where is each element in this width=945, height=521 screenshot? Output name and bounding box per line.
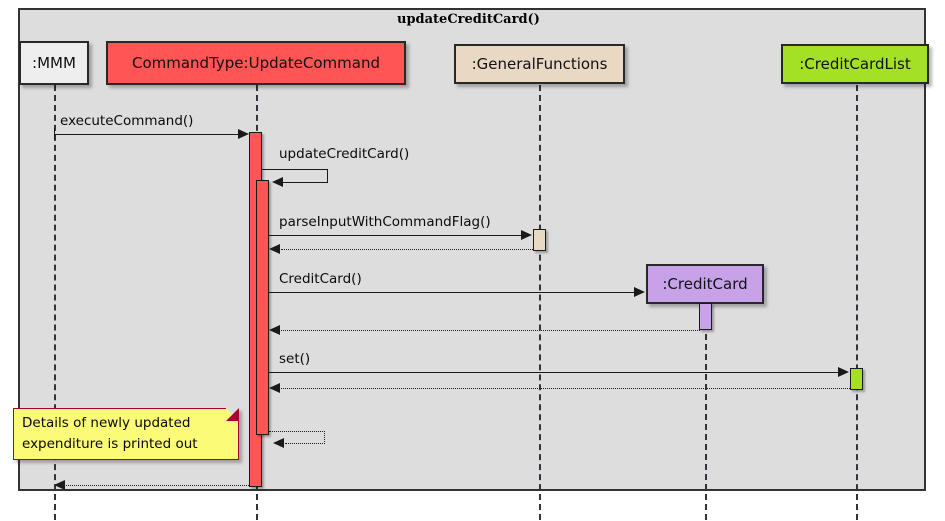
note-line-1: Details of newly updated [22,415,191,431]
message-arrowhead-set [838,367,849,377]
participant-update-command[interactable]: CommandType:UpdateCommand [106,41,406,85]
message-arrowhead-execute-command [238,129,249,139]
message-arrowhead-parse-input-return [269,244,280,254]
lifeline-creditcard [705,304,707,520]
participant-label: CommandType:UpdateCommand [131,54,381,72]
message-label-set: set() [279,351,311,367]
note-line-2: expenditure is printed out [22,436,198,452]
message-line-self-return-right [324,431,325,444]
message-label-execute-command: executeCommand() [60,113,194,129]
message-line-update-credit-card-bottom [283,182,328,183]
message-line-self-return-bottom [285,443,325,444]
message-line-set-return [281,388,850,389]
diagram-title: updateCreditCard() [397,12,540,27]
message-line-final-return [66,485,249,486]
message-label-update-credit-card: updateCreditCard() [279,146,410,162]
message-line-parse-input [269,235,521,236]
note-box [13,408,239,460]
message-label-parse-input: parseInputWithCommandFlag() [279,214,491,230]
lifeline-mmm [54,85,56,520]
participant-label: :GeneralFunctions [471,55,608,73]
message-line-update-credit-card-top [262,169,328,170]
message-arrowhead-update-credit-card [272,177,283,187]
participant-mmm[interactable]: :MMM [19,41,89,85]
message-arrowhead-set-return [269,383,280,393]
message-arrowhead-final-return [54,480,65,490]
activation-general-functions [533,229,546,251]
note-fold-edge [226,408,239,421]
lifeline-general [539,85,541,520]
activation-update-inner [256,180,269,435]
participant-credit-card[interactable]: :CreditCard [646,264,764,304]
participant-general-functions[interactable]: :GeneralFunctions [454,44,625,84]
participant-label: :CreditCard [662,275,748,293]
message-line-execute-command [54,134,240,135]
message-line-credit-card-create [269,292,634,293]
message-arrowhead-credit-card-create [634,287,645,297]
participant-label: :CreditCardList [799,55,911,73]
message-tail-execute-command [54,128,55,140]
lifeline-cclist [856,85,858,520]
message-line-credit-card-return [281,330,700,331]
message-arrowhead-parse-input [521,230,532,240]
message-arrowhead-credit-card-return [269,325,280,335]
message-line-parse-input-return [281,249,533,250]
activation-credit-card-list [850,368,863,390]
message-arrowhead-self-return [273,438,284,448]
message-line-self-return-top [269,431,325,432]
participant-label: :MMM [32,54,76,72]
message-line-set [269,372,838,373]
message-line-update-credit-card-right [327,169,328,183]
participant-credit-card-list[interactable]: :CreditCardList [781,44,929,84]
activation-credit-card [699,303,712,330]
message-label-credit-card-create: CreditCard() [279,271,362,287]
